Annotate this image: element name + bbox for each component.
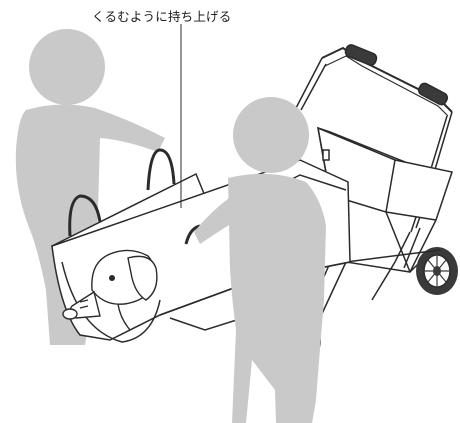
illustration: くるむように持ち上げる [0,0,460,423]
scene-drawing [0,0,460,423]
